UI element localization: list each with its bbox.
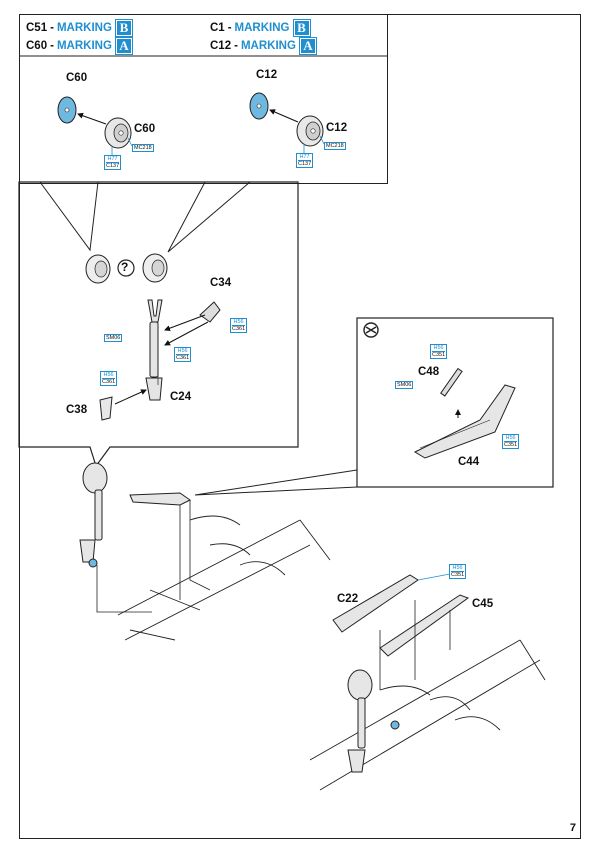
door-c45-lower — [379, 594, 470, 657]
marking-badge: B — [114, 19, 133, 37]
label-c60-hub: C60 — [66, 72, 88, 84]
marking-badge: A — [298, 37, 317, 55]
marking-row-c51: C51 - MARKING B — [26, 19, 133, 37]
wheel-left-icon — [104, 117, 132, 149]
marking-badge: A — [114, 37, 133, 55]
label-c12-hub: C12 — [256, 69, 278, 81]
label-c12-wheel: C12 — [326, 122, 348, 134]
marking-label: MARKING — [56, 22, 112, 34]
sm-code-right: SM06 — [395, 381, 414, 389]
mc-code-left: MC218 — [132, 144, 154, 152]
marking-label: MARKING — [240, 40, 296, 52]
part-code: C12 — [210, 40, 232, 52]
label-c44: C44 — [458, 456, 480, 468]
label-c38: C38 — [66, 404, 88, 416]
marking-label: MARKING — [234, 22, 290, 34]
door-c22-upper — [129, 492, 191, 506]
part-code: C51 — [26, 22, 48, 34]
label-c48: C48 — [418, 366, 440, 378]
marking-badge: B — [292, 19, 311, 37]
part-code: C1 — [210, 22, 225, 34]
wheel-hub-left-icon — [57, 96, 77, 124]
separator: - — [234, 40, 238, 52]
wheel-option-a-icon — [85, 254, 111, 284]
gear-callout-panel — [18, 181, 299, 468]
marking-row-c1: C1 - MARKING B — [210, 19, 311, 37]
part-code: C60 — [26, 40, 48, 52]
wheel-hub-right-icon — [249, 92, 269, 120]
separator: - — [50, 40, 54, 52]
wheel-right-icon — [296, 115, 324, 147]
marking-row-c60: C60 - MARKING A — [26, 37, 133, 55]
wheel-option-b-icon — [142, 253, 168, 283]
gear-assembled-upper — [79, 462, 108, 568]
mc-code-right: MC218 — [324, 142, 346, 150]
separator: - — [50, 22, 54, 34]
symmetry-icon — [363, 322, 379, 338]
page-number: 7 — [569, 822, 576, 834]
label-c24: C24 — [170, 391, 192, 403]
fuselage-upper — [117, 515, 331, 641]
question-icon: ? — [121, 260, 129, 274]
label-c60-wheel: C60 — [134, 123, 156, 135]
gear-strut-c24 — [145, 299, 163, 401]
fuselage-lower — [309, 639, 546, 791]
marking-row-c12: C12 - MARKING A — [210, 37, 317, 55]
gear-assembled-lower — [347, 669, 400, 773]
separator: - — [227, 22, 232, 34]
label-c22: C22 — [337, 593, 359, 605]
sm-code-gear: SM06 — [104, 334, 123, 342]
marking-label: MARKING — [56, 40, 112, 52]
label-c45: C45 — [472, 598, 494, 610]
label-c34: C34 — [210, 277, 232, 289]
